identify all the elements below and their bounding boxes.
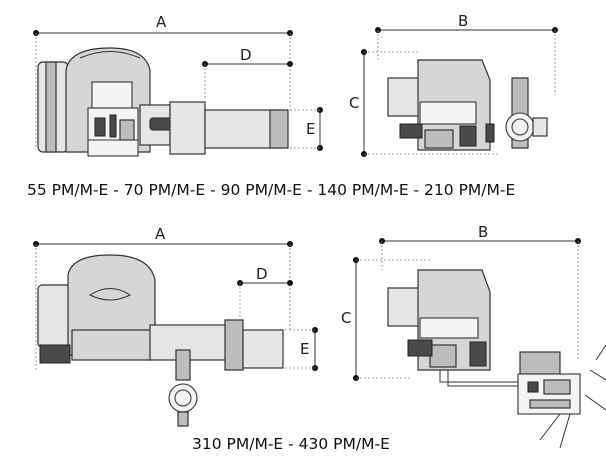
bottom-label-a: A	[155, 225, 166, 243]
top-side-view: A D E	[33, 13, 323, 157]
bottom-front-view: B C	[341, 223, 606, 449]
top-label-b: B	[458, 12, 468, 30]
bottom-dim-a: A	[33, 225, 293, 370]
top-dim-e: E	[290, 107, 323, 151]
top-label-c: C	[349, 94, 359, 112]
top-front-view: B C	[349, 12, 558, 157]
bottom-dim-e: E	[285, 327, 318, 371]
bottom-label-b: B	[478, 223, 488, 241]
bottom-label-e: E	[300, 340, 309, 358]
bottom-burner-front	[387, 269, 606, 449]
top-caption: 55 PM/M-E - 70 PM/M-E - 90 PM/M-E - 140 …	[27, 181, 515, 199]
bottom-dim-b: B	[379, 223, 581, 360]
bottom-caption: 310 PM/M-E - 430 PM/M-E	[192, 435, 390, 453]
bottom-label-c: C	[341, 309, 351, 327]
bottom-burner-side	[37, 254, 284, 427]
top-burner-front	[387, 59, 548, 151]
bottom-label-d: D	[256, 265, 268, 283]
top-dim-b: B	[375, 12, 558, 95]
top-dim-c: C	[349, 49, 500, 157]
top-label-e: E	[306, 120, 315, 138]
bottom-side-view: A D E	[33, 225, 318, 427]
bottom-dim-c: C	[341, 257, 430, 381]
top-label-d: D	[240, 46, 252, 64]
top-burner-side	[37, 47, 289, 157]
top-dim-a: A	[33, 13, 293, 150]
top-label-a: A	[156, 13, 167, 31]
top-dim-d: D	[202, 46, 293, 100]
bottom-dim-d: D	[237, 265, 293, 318]
